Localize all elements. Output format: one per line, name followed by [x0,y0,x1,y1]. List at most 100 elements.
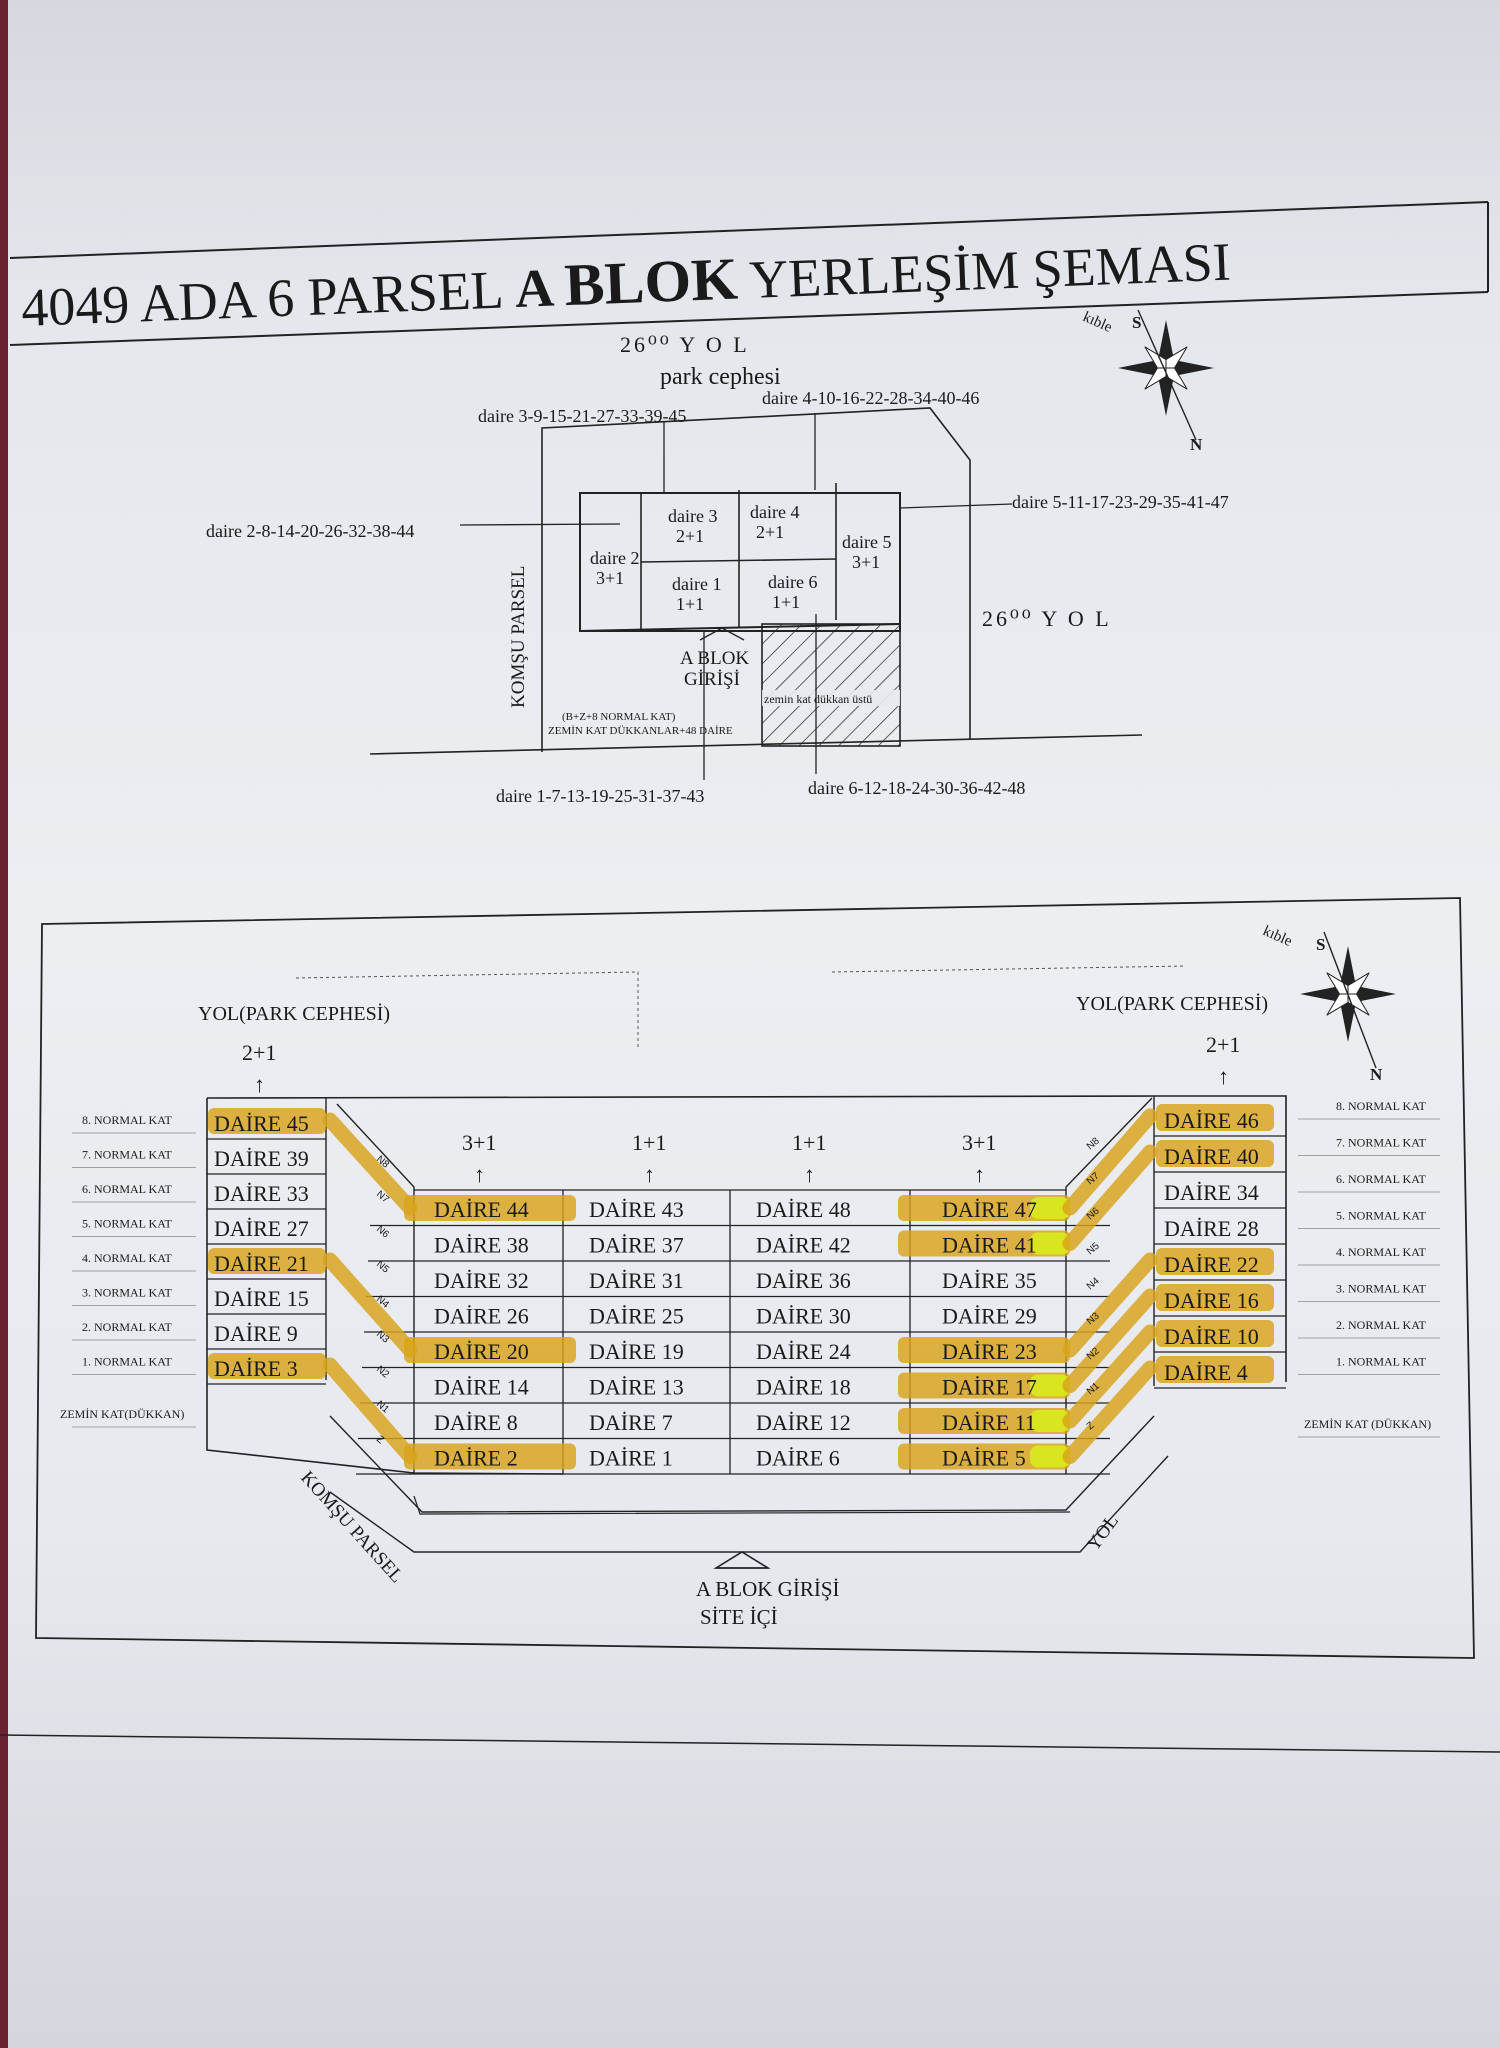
building-note-2: ZEMİN KAT DÜKKANLAR+48 DAİRE [548,725,733,737]
apartment-left-3: DAİRE 33 [214,1181,309,1206]
diag-label-right-4: N5 [1085,1240,1102,1257]
unit-type-arrow-2: ↑ [474,1162,485,1187]
apartment-r7-c4: DAİRE 11 [942,1410,1036,1435]
apartment-r5-c1: DAİRE 20 [434,1339,529,1364]
parcel-outline [541,407,971,752]
floor-right-3: 6. NORMAL KAT [1336,1172,1427,1186]
apartment-right-2: DAİRE 40 [1164,1144,1259,1169]
diag-label-left-7: N2 [374,1364,391,1381]
top-site-plan: 26⁰⁰ Y O L park cephesi zemin kat dükkan… [206,332,1229,806]
apartment-r7-c1: DAİRE 8 [434,1410,518,1435]
apartment-r2-c4: DAİRE 41 [942,1233,1037,1258]
yol-right-label: YOL(PARK CEPHESİ) [1076,992,1268,1015]
unit-type-label-6: 2+1 [1206,1032,1240,1057]
shop-label: zemin kat dükkan üstü [764,692,872,706]
apartment-r8-c4: DAİRE 5 [942,1446,1026,1471]
apartment-r1-c4: DAİRE 47 [942,1197,1037,1222]
komsu-parsel-bottom-label: KOMŞU PARSEL [296,1467,407,1587]
apartment-r8-c1: DAİRE 2 [434,1446,518,1471]
unit-type-label-4: 1+1 [792,1130,826,1155]
apartment-left-6: DAİRE 15 [214,1286,309,1311]
apartment-r5-c3: DAİRE 24 [756,1339,851,1364]
apartment-r3-c2: DAİRE 31 [589,1268,684,1293]
unit-type: 2+1 [756,522,784,542]
unit-type-label-1: 2+1 [242,1040,276,1065]
floor-left-2: 7. NORMAL KAT [82,1148,173,1162]
unit-type-arrow-5: ↑ [974,1162,985,1187]
label-daire-6-series: daire 6-12-18-24-30-36-42-48 [808,778,1025,798]
floor-left-9: ZEMİN KAT(DÜKKAN) [60,1407,184,1421]
label-daire-3-series: daire 3-9-15-21-27-33-39-45 [478,406,686,426]
park-cephesi-label: park cephesi [660,364,781,390]
unit-type-arrow-3: ↑ [644,1162,655,1187]
frame-top [9,201,1489,259]
apartment-right-8: DAİRE 4 [1164,1360,1248,1385]
divider-line [0,1734,1500,1753]
diag-label-right-5: N4 [1085,1275,1102,1292]
unit-daire-3: daire 3 [668,506,717,526]
apartment-r3-c1: DAİRE 32 [434,1268,529,1293]
diag-label-left-9: Z [374,1434,386,1446]
apartment-r7-c2: DAİRE 7 [589,1410,673,1435]
apartment-r4-c4: DAİRE 29 [942,1304,1037,1329]
unit-type-label-3: 1+1 [632,1130,666,1155]
unit-type-arrow-6: ↑ [1218,1064,1229,1089]
apartment-right-3: DAİRE 34 [1164,1180,1259,1205]
apartment-r1-c1: DAİRE 44 [434,1197,529,1222]
floor-right-7: 2. NORMAL KAT [1336,1318,1427,1332]
apartment-right-4: DAİRE 28 [1164,1216,1259,1241]
apartment-r2-c2: DAİRE 37 [589,1233,684,1258]
apartment-r1-c2: DAİRE 43 [589,1197,684,1222]
label-daire-1-series: daire 1-7-13-19-25-31-37-43 [496,786,704,806]
apartment-r2-c1: DAİRE 38 [434,1233,529,1258]
unit-daire-2: daire 2 [590,548,639,568]
floor-left-7: 2. NORMAL KAT [82,1320,173,1334]
apartment-r2-c3: DAİRE 42 [756,1233,851,1258]
shop-hatch-area [761,623,901,747]
apartment-r6-c2: DAİRE 13 [589,1375,684,1400]
floor-left-8: 1. NORMAL KAT [82,1355,173,1369]
floor-left-3: 6. NORMAL KAT [82,1182,173,1196]
top-entrance-label: A BLOK [680,648,749,669]
unit-type-label-2: 3+1 [462,1130,496,1155]
apartment-r6-c4: DAİRE 17 [942,1375,1037,1400]
compass-bottom-north: N [1370,1065,1383,1084]
bottom-entrance-label: A BLOK GİRİŞİ [696,1577,840,1601]
diag-label-right-1: N8 [1085,1135,1102,1152]
building-note: (B+Z+8 NORMAL KAT) [562,711,676,723]
apartment-r4-c1: DAİRE 26 [434,1304,529,1329]
apartment-r7-c3: DAİRE 12 [756,1410,851,1435]
apartment-r4-c3: DAİRE 30 [756,1304,851,1329]
site-ici-label: SİTE İÇİ [700,1605,778,1629]
floor-right-9: ZEMİN KAT (DÜKKAN) [1304,1417,1431,1431]
unit-daire-1: daire 1 [672,574,721,594]
apartment-left-7: DAİRE 9 [214,1321,298,1346]
building-outline [579,492,901,632]
street-line [369,734,1143,755]
unit-daire-6: daire 6 [768,572,817,592]
road-right-label: 26⁰⁰ Y O L [982,606,1112,631]
floor-right-4: 5. NORMAL KAT [1336,1209,1427,1223]
floor-right-1: 8. NORMAL KAT [1336,1099,1427,1113]
apartment-right-5: DAİRE 22 [1164,1252,1259,1277]
floor-left-4: 5. NORMAL KAT [82,1217,173,1231]
apartment-r5-c2: DAİRE 19 [589,1339,684,1364]
unit-type: 1+1 [676,594,704,614]
unit-daire-4: daire 4 [750,502,799,522]
apartment-r3-c4: DAİRE 35 [942,1268,1037,1293]
diag-label-right-9: Z [1085,1420,1097,1432]
label-daire-4-series: daire 4-10-16-22-28-34-40-46 [762,388,979,408]
floor-left-1: 8. NORMAL KAT [82,1113,173,1127]
top-entrance-label-2: GİRİŞİ [684,669,740,690]
unit-type-labels: 2+1↑3+1↑1+1↑1+1↑3+1↑2+1↑ [242,1032,1240,1187]
apartment-left-1: DAİRE 45 [214,1111,309,1136]
apartment-left-4: DAİRE 27 [214,1216,309,1241]
yol-left-label: YOL(PARK CEPHESİ) [198,1002,390,1025]
floor-level-labels: 8. NORMAL KAT 7. NORMAL KAT 6. NORMAL KAT 5… [60,1099,1440,1438]
unit-type-arrow-4: ↑ [804,1162,815,1187]
road-top-label: 26⁰⁰ Y O L [620,332,750,357]
komsu-parsel-label: KOMŞU PARSEL [508,566,529,708]
unit-type: 3+1 [596,568,624,588]
